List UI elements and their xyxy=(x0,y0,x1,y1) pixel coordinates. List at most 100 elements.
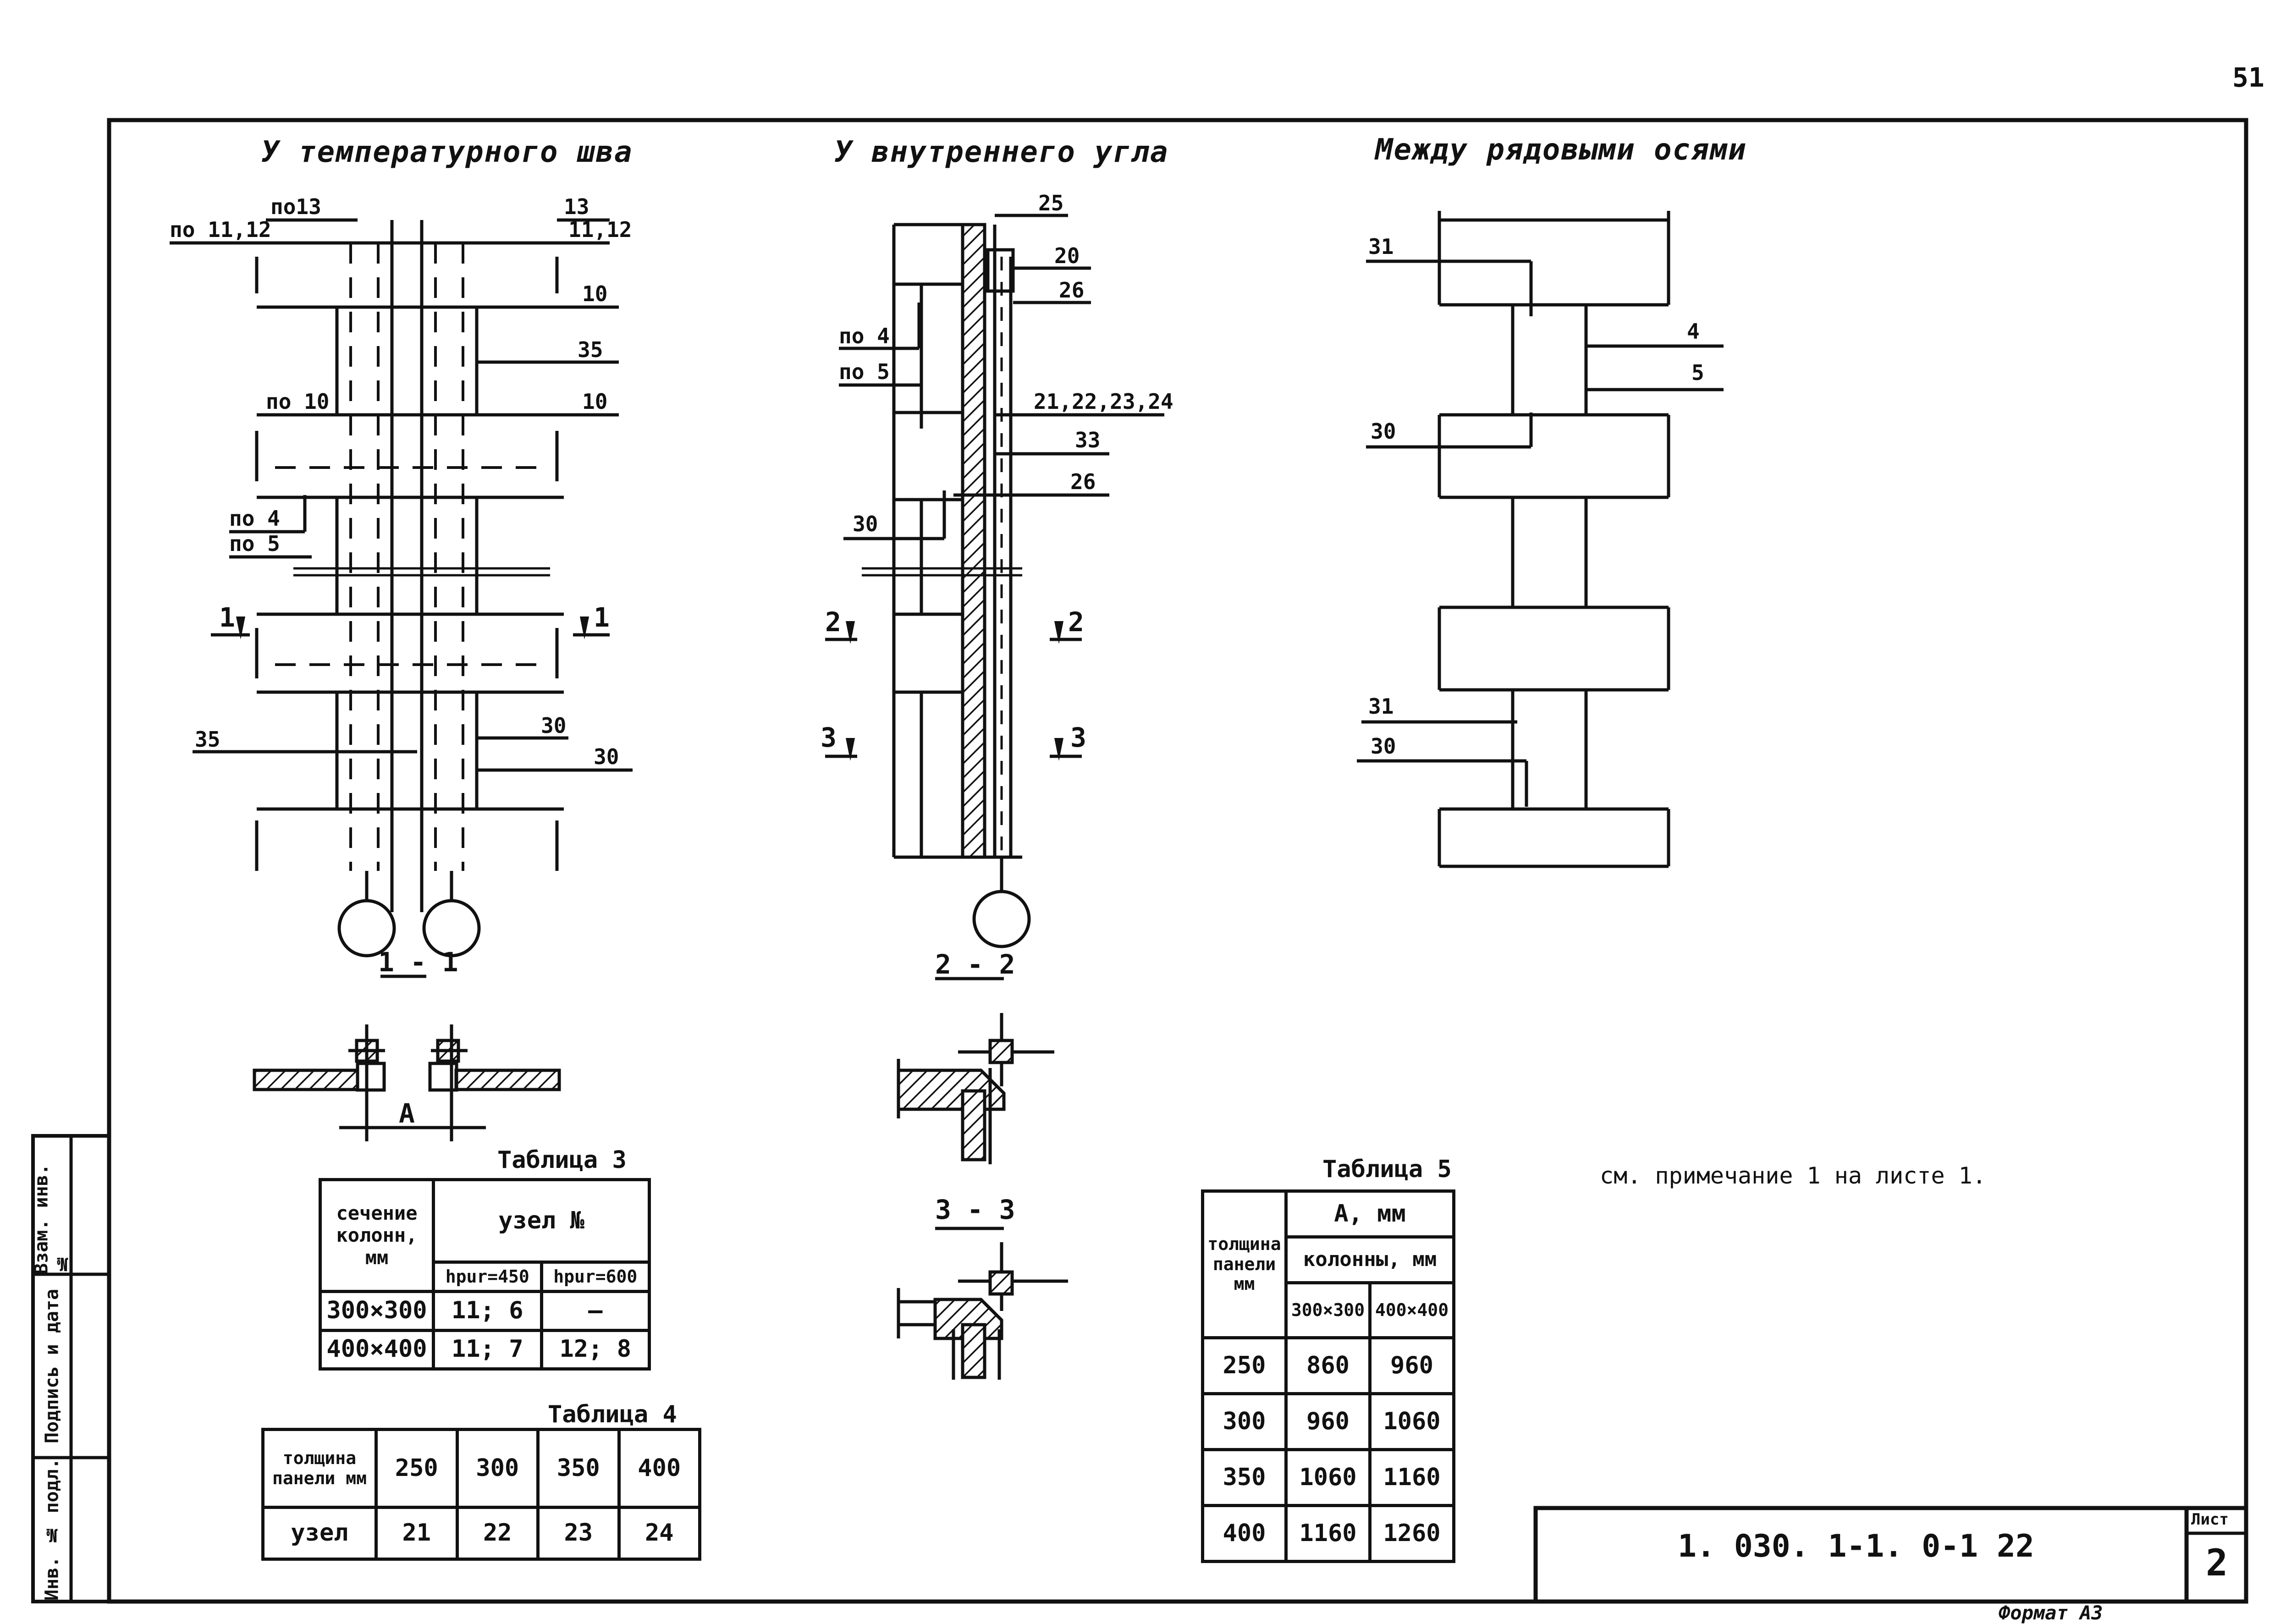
table4-caption: Таблица 4 xyxy=(548,1401,677,1428)
title-block xyxy=(1533,1506,2248,1604)
dimension-A: А xyxy=(399,1098,415,1129)
label-25: 25 xyxy=(1038,191,1064,215)
internal-corner-drawing xyxy=(825,214,1164,980)
between-axes-drawing xyxy=(1357,211,1724,868)
table3-header-section: сечение колонн, мм xyxy=(319,1178,435,1294)
table3-cell: 400×400 xyxy=(319,1328,435,1371)
document-code: 1. 030. 1-1. 0-1 22 xyxy=(1678,1528,2034,1564)
section-1-1-label: 1 - 1 xyxy=(378,947,458,978)
table5-cell: 960 xyxy=(1368,1336,1455,1395)
label-po1112: по 11,12 xyxy=(170,217,271,242)
table3-header-600: hpur=600 xyxy=(540,1260,651,1294)
table4-cell: 250 xyxy=(375,1428,459,1509)
table5-caption: Таблица 5 xyxy=(1322,1156,1452,1183)
label-20: 20 xyxy=(1054,243,1080,268)
table3-cell: 300×300 xyxy=(319,1290,435,1332)
table5-cell: 1060 xyxy=(1284,1448,1372,1507)
label-po10: по 10 xyxy=(266,389,330,414)
label-30b: 30 xyxy=(594,744,619,769)
label-po5-mid: по 5 xyxy=(839,359,890,384)
table4-cell: 24 xyxy=(617,1506,701,1561)
table-5: толщина панели мм А, мм колонны, мм 300×… xyxy=(1201,1189,1455,1563)
section-3-3-drawing xyxy=(897,1227,1068,1380)
axis-bubble xyxy=(972,890,1031,948)
label-21-24: 21,22,23,24 xyxy=(1034,389,1173,414)
temperature-joint-drawing xyxy=(170,218,633,958)
label-31a: 31 xyxy=(1368,234,1394,259)
table3-cell: – xyxy=(540,1290,651,1332)
label-26a: 26 xyxy=(1059,278,1085,303)
table5-header-a: А, мм xyxy=(1284,1189,1455,1239)
cut-3-left: 3 xyxy=(821,722,837,753)
label-13: 13 xyxy=(564,194,589,219)
table4-cell: 21 xyxy=(375,1506,459,1561)
label-31b: 31 xyxy=(1368,694,1394,719)
table3-cell: 11; 6 xyxy=(432,1290,543,1332)
label-po4: по 4 xyxy=(229,506,280,531)
table5-cell: 1160 xyxy=(1284,1504,1372,1563)
label-10a: 10 xyxy=(582,281,608,306)
table5-cell: 1060 xyxy=(1368,1392,1455,1451)
heading-temperature-joint: У температурного шва xyxy=(261,135,633,169)
table5-cell: 250 xyxy=(1201,1336,1288,1395)
cut-1-left: 1 xyxy=(219,602,235,633)
table5-cell: 960 xyxy=(1284,1392,1372,1451)
label-26b: 26 xyxy=(1070,469,1096,494)
label-30a-right: 30 xyxy=(1371,419,1396,444)
table4-cell: 400 xyxy=(617,1428,701,1509)
stamp-inv-original: Инв. № подл. xyxy=(41,1458,63,1601)
heading-between-axes: Между рядовыми осями xyxy=(1375,133,1747,167)
sheet-number: 2 xyxy=(2206,1541,2228,1584)
label-po4-mid: по 4 xyxy=(839,324,890,348)
label-10b: 10 xyxy=(582,389,608,414)
table5-cell: 350 xyxy=(1201,1448,1288,1507)
table4-header-node: узел xyxy=(261,1506,378,1561)
table5-cell: 1160 xyxy=(1368,1448,1455,1507)
table3-header-node: узел № xyxy=(432,1178,651,1264)
table5-cell: 400 xyxy=(1201,1504,1288,1563)
table4-cell: 22 xyxy=(455,1506,540,1561)
axis-bubble xyxy=(422,899,481,958)
page-number: 51 xyxy=(2232,62,2264,93)
label-po5: по 5 xyxy=(229,531,280,556)
section-2-2-drawing xyxy=(897,1013,1054,1164)
label-30b-right: 30 xyxy=(1371,734,1396,759)
label-5: 5 xyxy=(1691,360,1704,385)
cut-2-left: 2 xyxy=(825,606,841,638)
label-1112: 11,12 xyxy=(568,217,632,242)
sheet-label: Лист xyxy=(2191,1510,2229,1529)
table3-header-450: hpur=450 xyxy=(432,1260,543,1294)
table-3: сечение колонн, мм узел № hpur=450 hpur=… xyxy=(319,1178,651,1371)
table3-cell: 11; 7 xyxy=(432,1328,543,1371)
heading-internal-corner: У внутреннего угла xyxy=(834,135,1169,169)
table3-caption: Таблица 3 xyxy=(497,1146,627,1174)
cut-1-right: 1 xyxy=(594,602,610,633)
sheet-frame xyxy=(107,118,2248,1604)
label-30-mid: 30 xyxy=(853,512,878,536)
section-1-1-drawing xyxy=(253,974,561,1141)
axis-bubble xyxy=(337,899,396,958)
table5-cell: 1260 xyxy=(1368,1504,1455,1563)
table4-cell: 350 xyxy=(536,1428,621,1509)
stamp-signature-date: Подпись и дата xyxy=(41,1288,63,1443)
label-po13: по13 xyxy=(270,194,321,219)
stamp-replaced-inv: Взам. инв. № xyxy=(31,1164,73,1274)
label-4: 4 xyxy=(1687,319,1700,344)
table5-header-thickness: толщина панели мм xyxy=(1201,1189,1288,1339)
table5-header-400: 400×400 xyxy=(1368,1281,1455,1339)
table5-cell: 860 xyxy=(1284,1336,1372,1395)
section-3-3-label: 3 - 3 xyxy=(935,1194,1015,1225)
table5-header-300: 300×300 xyxy=(1284,1281,1372,1339)
table5-cell: 300 xyxy=(1201,1392,1288,1451)
table4-header-thickness: толщина панели мм xyxy=(261,1428,378,1509)
table4-cell: 23 xyxy=(536,1506,621,1561)
table5-header-columns: колонны, мм xyxy=(1284,1235,1455,1284)
table-4: толщина панели мм 250 300 350 400 узел 2… xyxy=(261,1428,701,1561)
table4-cell: 300 xyxy=(455,1428,540,1509)
format-label: Формат А3 xyxy=(1999,1602,2103,1624)
note-text: см. примечание 1 на листе 1. xyxy=(1600,1162,1986,1189)
section-2-2-label: 2 - 2 xyxy=(935,949,1015,980)
cut-3-right: 3 xyxy=(1070,722,1086,753)
cut-2-right: 2 xyxy=(1068,606,1084,638)
